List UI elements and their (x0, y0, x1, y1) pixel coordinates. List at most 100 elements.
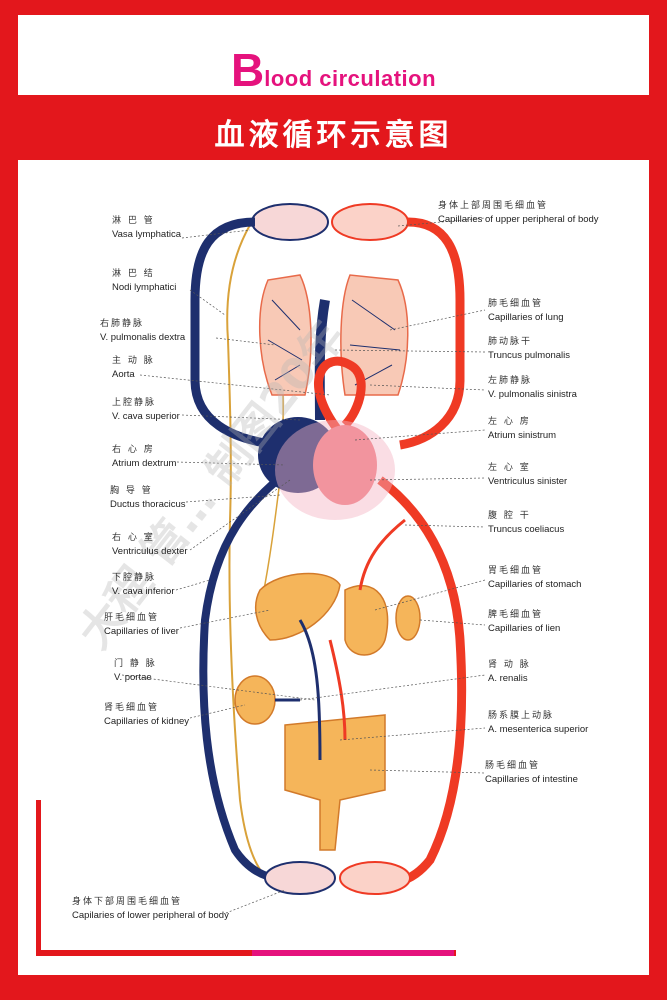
label-cn: 下腔静脉 (112, 573, 157, 583)
right-leader-lines (299, 217, 486, 774)
label-ventriculus-sinister: 左 心 室 Ventriculus sinister (488, 462, 567, 488)
label-en: Capillaries of kidney (104, 716, 190, 727)
upper-capillary-bed-artery (331, 203, 409, 241)
label-en: Ventriculus dexter (112, 546, 188, 557)
label-cn: 右肺静脉 (100, 319, 145, 329)
label-en: Capillaries of lien (488, 623, 561, 634)
label-cn: 肾 动 脉 (488, 660, 531, 670)
label-en: Capillaries of stomach (488, 579, 582, 590)
label-cn: 右 心 房 (112, 445, 155, 455)
spleen (395, 595, 421, 641)
title-rest: lood circulation (264, 66, 437, 91)
mesenteric-artery (328, 639, 347, 741)
label-ductus-thoracicus: 胸 导 管 Ductus thoracicus (110, 485, 186, 511)
label-en: Aorta (112, 369, 135, 380)
label-capillaries-of-kidney: 肾毛细血管 Capillaries of kidney (104, 702, 189, 728)
label-en: V. portae (114, 672, 152, 683)
label-capillaries-of-intestine: 肠毛细血管 Capillaries of intestine (485, 760, 578, 786)
right-lung (258, 274, 312, 396)
label-cn: 左 心 房 (488, 417, 531, 427)
label-cn: 身体上部周围毛细血管 (438, 201, 549, 211)
left-leader-lines (121, 229, 331, 914)
upper-capillary-bed-vein (251, 203, 329, 241)
label-v-pulmonalis-sinistra: 左肺静脉 V. pulmonalis sinistra (488, 375, 577, 401)
label-cn: 肾毛细血管 (104, 703, 160, 713)
label-truncus-coeliacus: 腹 腔 干 Truncus coeliacus (488, 510, 564, 536)
label-capillaries-of-lien: 脾毛细血管 Capillaries of lien (488, 609, 560, 635)
label-en: Atrium dextrum (112, 458, 177, 469)
label-en: V. pulmonalis dextra (100, 332, 186, 343)
corner-accent-pink (252, 950, 454, 956)
label-v-cava-inferior: 下腔静脉 V. cava inferior (112, 572, 175, 598)
label-v-pulmonalis-dextra: 右肺静脉 V. pulmonalis dextra (100, 318, 185, 344)
label-vasa-lymphatica: 淋 巴 管 Vasa lymphatica (112, 215, 181, 241)
label-capillaries-of-liver: 肝毛细血管 Capillaries of liver (104, 612, 179, 638)
coeliac-trunk (358, 518, 406, 591)
label-en: Vasa lymphatica (112, 229, 181, 240)
label-cn: 肠毛细血管 (485, 761, 541, 771)
label-cn: 淋 巴 结 (112, 269, 155, 279)
label-en: Capillaries of liver (104, 626, 179, 637)
superior-vena-cava (190, 217, 281, 450)
label-cn: 肝毛细血管 (104, 613, 160, 623)
label-ventriculus-dexter: 右 心 室 Ventriculus dexter (112, 532, 188, 558)
aorta-descending (368, 476, 467, 888)
label-atrium-dextrum: 右 心 房 Atrium dextrum (112, 444, 176, 470)
label-en: Ductus thoracicus (110, 499, 186, 510)
english-title: Blood circulation (18, 43, 649, 97)
label-en: Capillaries of upper peripheral of body (438, 214, 599, 225)
right-lung-capillaries (267, 299, 303, 381)
label-cn: 肺动脉干 (488, 337, 533, 347)
lower-capillary-bed-vein (264, 861, 336, 895)
label-cn: 淋 巴 管 (112, 216, 155, 226)
label-cn: 右 心 室 (112, 533, 155, 543)
label-en: Atrium sinistrum (488, 430, 557, 441)
lymph-vessel (226, 224, 271, 881)
label-a-renalis: 肾 动 脉 A. renalis (488, 659, 531, 685)
title-band: Blood circulation (18, 15, 649, 97)
label-cn: 腹 腔 干 (488, 511, 531, 521)
title-first-letter: B (230, 44, 265, 96)
label-v-cava-superior: 上腔静脉 V. cava superior (112, 397, 180, 423)
lower-capillary-bed-artery (339, 861, 411, 895)
label-en: V. pulmonalis sinistra (488, 389, 577, 400)
liver (254, 572, 341, 641)
chinese-title: 血液循环示意图 (214, 118, 453, 153)
label-cn: 门 静 脉 (114, 659, 157, 669)
label-cn: 脾毛细血管 (488, 610, 544, 620)
label-en: Ventriculus sinister (488, 476, 568, 487)
kidney (234, 675, 276, 725)
label-en: V. cava inferior (112, 586, 175, 597)
label-v-portae: 门 静 脉 V. portae (114, 658, 157, 684)
label-aorta: 主 动 脉 Aorta (112, 355, 155, 381)
label-atrium-sinistrum: 左 心 房 Atrium sinistrum (488, 416, 556, 442)
label-en: V. cava superior (112, 411, 180, 422)
label-nodi-lymphatici: 淋 巴 结 Nodi lymphatici (112, 268, 176, 294)
label-cn: 上腔静脉 (112, 398, 157, 408)
label-en: Nodi lymphatici (112, 282, 177, 293)
label-en: Truncus coeliacus (488, 524, 565, 535)
label-cn: 肠系膜上动脉 (488, 711, 555, 721)
corner-accent-vertical (36, 800, 41, 955)
label-cn: 左 心 室 (488, 463, 531, 473)
label-en: Capilaries of lower peripheral of body (72, 910, 229, 921)
label-en: A. renalis (488, 673, 528, 684)
label-cn: 胃毛细血管 (488, 566, 544, 576)
aorta-upper (399, 217, 465, 450)
label-en: Capillaries of intestine (485, 774, 578, 785)
label-cn: 胸 导 管 (110, 486, 153, 496)
corner-accent-horizontal (36, 950, 456, 956)
aortic-arch (314, 356, 366, 433)
label-en: Capillaries of lung (488, 312, 564, 323)
intestine (284, 714, 386, 851)
label-upper-peripheral: 身体上部周围毛细血管 Capillaries of upper periphera… (438, 200, 599, 226)
pericardium-shade (275, 420, 395, 520)
label-cn: 主 动 脉 (112, 356, 155, 366)
label-cn: 左肺静脉 (488, 376, 533, 386)
portal-vein (298, 619, 322, 761)
